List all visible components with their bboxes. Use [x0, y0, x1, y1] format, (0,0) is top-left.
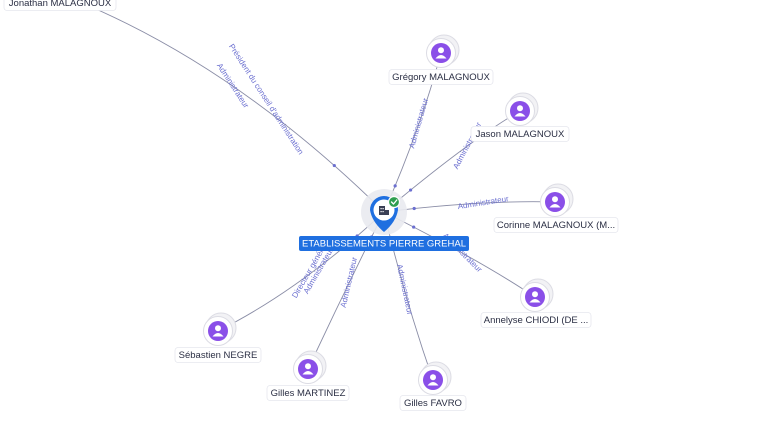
- edge-arrow: [412, 206, 416, 211]
- center-name: ETABLISSEMENTS PIERRE GREHAL: [302, 239, 466, 250]
- person-icon: [423, 370, 443, 390]
- edge-corinne: Administrateur: [383, 194, 556, 213]
- person-node-corinne[interactable]: Corinne MALAGNOUX (M...: [493, 183, 619, 233]
- edge-arrow: [393, 184, 397, 188]
- company-icon: [379, 206, 389, 215]
- person-node-jason[interactable]: Jason MALAGNOUX: [470, 92, 570, 142]
- person-icon: [208, 321, 228, 341]
- edge-jonathan: Président du conseil d'administrationAdm…: [73, 0, 385, 213]
- edge-arrow: [408, 188, 413, 192]
- person-name: Grégory MALAGNOUX: [392, 72, 490, 83]
- person-icon: [431, 43, 451, 63]
- person-label-bg: [399, 395, 467, 411]
- edge-arrow: [412, 225, 416, 229]
- check-icon: [387, 195, 401, 209]
- edge-line: [217, 211, 385, 332]
- person-node-annelyse[interactable]: Annelyse CHIODI (DE ...: [480, 278, 592, 328]
- person-label-bg: [174, 347, 262, 363]
- person-node-gmartinez[interactable]: Gilles MARTINEZ: [266, 350, 350, 401]
- person-label-bg: [3, 0, 117, 11]
- center-node[interactable]: ETABLISSEMENTS PIERRE GREHAL: [299, 189, 469, 251]
- person-name: Jason MALAGNOUX: [476, 129, 565, 140]
- person-name: Corinne MALAGNOUX (M...: [497, 220, 615, 231]
- person-name: Sébastien NEGRE: [179, 350, 258, 361]
- person-name: Jonathan MALAGNOUX: [9, 0, 112, 9]
- person-label-bg: [493, 217, 619, 233]
- person-node-sebastien[interactable]: Sébastien NEGRE: [174, 312, 262, 363]
- center-label-bg: [299, 236, 469, 251]
- edge-line: [383, 211, 536, 298]
- person-label-bg: [388, 69, 494, 85]
- person-name: Gilles MARTINEZ: [271, 388, 346, 399]
- person-icon: [510, 101, 530, 121]
- edge-role-label: Administrateur: [395, 263, 415, 316]
- person-label-bg: [470, 126, 570, 142]
- edge-role-label: Administrateur: [457, 194, 510, 211]
- person-icon: [298, 359, 318, 379]
- nodes-layer: Jonathan MALAGNOUX Grégory MALAGNOUX Jason…: [3, 0, 619, 411]
- edge-gmartinez: Administrateur: [307, 211, 385, 370]
- edge-arrow: [332, 163, 336, 168]
- edge-line: [73, 0, 385, 213]
- person-name: Annelyse CHIODI (DE ...: [484, 315, 589, 326]
- person-name: Gilles FAVRO: [404, 398, 462, 409]
- edge-role-label: Administrateur: [407, 97, 430, 149]
- person-label-bg: [480, 312, 592, 328]
- person-node-gregory[interactable]: Grégory MALAGNOUX: [388, 34, 494, 85]
- person-icon: [525, 287, 545, 307]
- person-node-jonathan[interactable]: Jonathan MALAGNOUX: [3, 0, 117, 11]
- person-node-gfavro[interactable]: Gilles FAVRO: [399, 361, 467, 411]
- person-icon: [545, 192, 565, 212]
- person-label-bg: [266, 385, 350, 401]
- edge-role-label: Administrateur: [339, 256, 359, 309]
